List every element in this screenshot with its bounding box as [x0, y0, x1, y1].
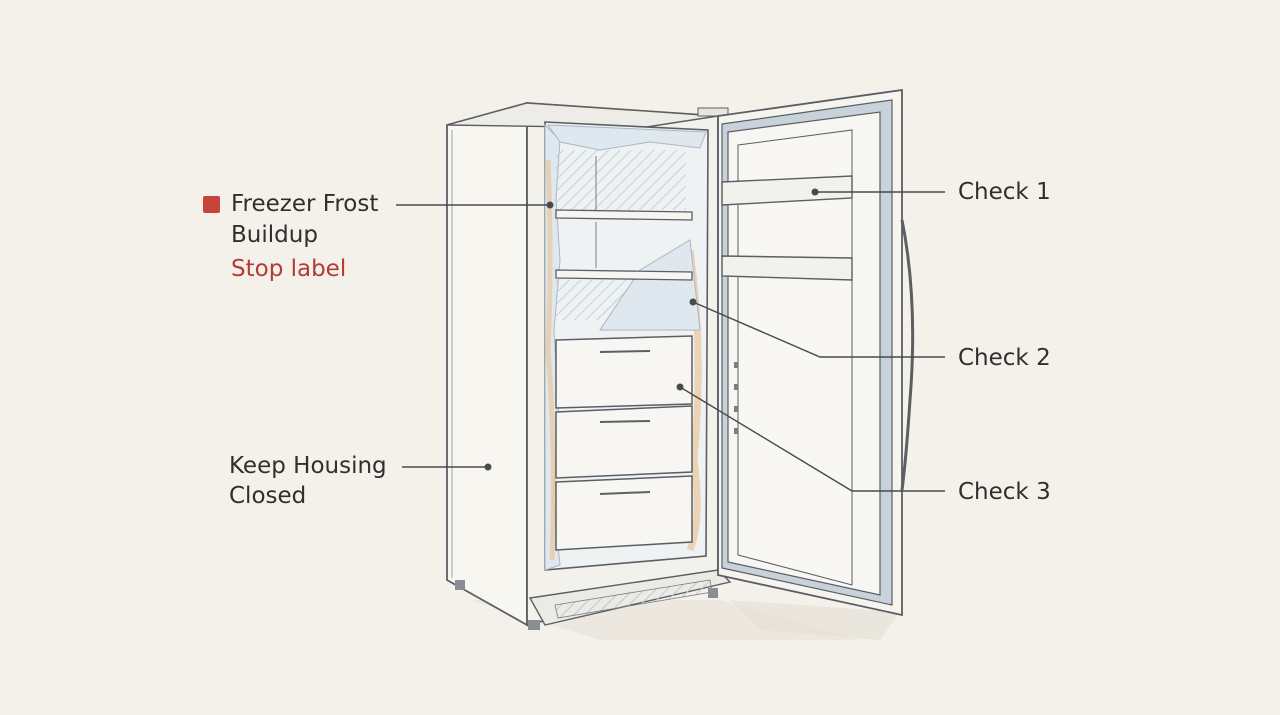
point-frost [546, 201, 554, 209]
check3-label: Check 3 [958, 479, 1051, 505]
freezer-drawers [555, 335, 693, 551]
point-check3 [676, 383, 684, 391]
housing-callout-line1: Keep Housing [229, 453, 387, 479]
stop-label-text: Stop label [231, 256, 347, 282]
stop-swatch [203, 196, 220, 213]
leader-lines [396, 188, 945, 492]
point-check1 [811, 188, 819, 196]
legend-title-line1: Freezer Frost [231, 191, 379, 217]
freezer-base [455, 569, 732, 630]
freezer-door [717, 88, 915, 617]
point-check2 [689, 298, 697, 306]
check1-label: Check 1 [958, 179, 1051, 205]
check2-label: Check 2 [958, 345, 1051, 371]
leader-check2 [692, 301, 945, 358]
legend-title-line2: Buildup [231, 222, 318, 248]
point-housing [484, 463, 492, 471]
leader-check3 [679, 386, 945, 492]
housing-callout-line2: Closed [229, 483, 307, 509]
freezer-shelves [555, 209, 693, 281]
